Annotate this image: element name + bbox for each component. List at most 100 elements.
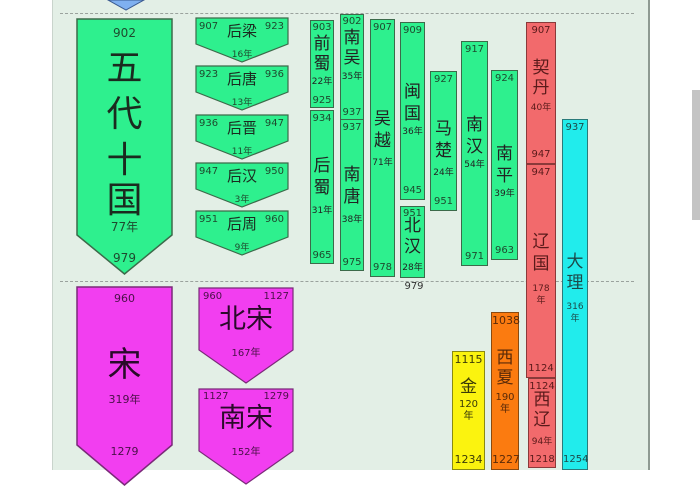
song-years: 319年 [108, 393, 141, 406]
kingdom-end: 925 [312, 95, 332, 106]
kingdom-years: 28年 [402, 263, 423, 273]
regime-years: 190 [495, 392, 515, 403]
dynasty-end: 960 [264, 214, 284, 225]
dynasty-houtang[interactable]: 923 后唐 936 13年 [195, 65, 289, 111]
regime-xixia[interactable]: 1038 西 夏 190 年 1227 [491, 312, 520, 470]
dynasty-end: 947 [264, 118, 284, 129]
kingdom-start: 927 [433, 74, 454, 85]
regime-char: 大 [566, 252, 584, 272]
chevron-shape [195, 17, 289, 63]
wudai-shiguo-block[interactable]: 902 五 代 十 国 77年 979 [76, 18, 173, 275]
dynasty-end: 1279 [263, 391, 289, 402]
chevron-shape [198, 388, 294, 485]
dynasty-beisong[interactable]: 960 1127 北宋 167年 [198, 287, 294, 384]
dynasty-name: 后汉 [226, 167, 257, 185]
divider-979 [60, 281, 634, 282]
regime-start: 937 [565, 122, 585, 133]
regime-years-unit: 年 [463, 411, 474, 422]
dynasty-nansong[interactable]: 1127 1279 南宋 152年 [198, 388, 294, 485]
dynasty-name: 后梁 [226, 22, 257, 40]
kingdom-char: 南 [496, 144, 513, 164]
regime-liaoguo[interactable]: 947 辽 国 178 年 1124 [526, 164, 556, 378]
song-start: 960 [114, 292, 135, 305]
dynasty-houliang[interactable]: 907 后梁 923 16年 [195, 17, 289, 63]
wudai-char-1: 五 [106, 48, 143, 89]
kingdom-end: 978 [372, 262, 393, 273]
side-scroll-bar[interactable] [692, 90, 700, 220]
dynasty-houhan[interactable]: 947 后汉 950 3年 [195, 162, 289, 208]
dynasty-years: 3年 [234, 195, 250, 205]
regime-end: 947 [531, 149, 551, 160]
kingdom-beihan[interactable]: 951 北 汉 28年 979 [400, 206, 425, 278]
kingdom-char: 后 [313, 156, 331, 176]
kingdom-char: 汉 [466, 137, 483, 157]
song-name: 宋 [107, 345, 142, 385]
kingdom-machu[interactable]: 927 马 楚 24年 951 [430, 71, 457, 211]
regime-years: 316 [566, 302, 584, 312]
kingdom-char: 唐 [343, 187, 361, 207]
chevron-shape [195, 65, 289, 111]
kingdom-char: 国 [404, 104, 421, 124]
kingdom-nantang[interactable]: 937 南 唐 38年 975 [340, 119, 364, 271]
regime-dali[interactable]: 937 大 理 316 年 1254 [562, 119, 588, 470]
kingdom-qianshu[interactable]: 903 前 蜀 22年 925 [310, 20, 334, 108]
dynasty-end: 923 [264, 21, 284, 32]
regime-end: 1234 [454, 453, 483, 466]
kingdom-start: 924 [494, 73, 515, 84]
dynasty-years: 11年 [231, 147, 253, 157]
kingdom-years: 24年 [433, 168, 454, 178]
regime-char: 西 [533, 390, 551, 410]
kingdom-end: 951 [433, 196, 454, 207]
chevron-shape [195, 114, 289, 160]
regime-char: 辽 [532, 232, 550, 252]
regime-char: 夏 [496, 368, 514, 388]
dynasty-start: 1127 [203, 391, 229, 402]
wudai-years: 77年 [110, 220, 139, 234]
regime-xiliao[interactable]: 1124 西 辽 94年 1218 [528, 378, 556, 468]
kingdom-end: 971 [464, 251, 485, 262]
kingdom-years: 39年 [494, 189, 515, 199]
regime-char: 理 [566, 273, 584, 293]
dynasty-start: 936 [199, 118, 219, 129]
kingdom-wuyue[interactable]: 907 吴 越 71年 978 [370, 19, 395, 277]
kingdom-char: 平 [496, 166, 513, 186]
kingdom-nanwu[interactable]: 902 南 吴 35年 937 [340, 14, 364, 120]
regime-end: 1218 [529, 454, 555, 465]
regime-years-unit: 年 [536, 296, 546, 306]
dynasty-houjin[interactable]: 936 后晋 947 11年 [195, 114, 289, 160]
regime-start: 947 [531, 167, 551, 178]
kingdom-start: 903 [312, 22, 332, 33]
regime-jin[interactable]: 1115 金 120 年 1234 [452, 351, 485, 470]
regime-years-unit: 年 [570, 314, 580, 324]
dynasty-years: 13年 [231, 98, 253, 108]
dynasty-name: 后周 [226, 215, 257, 233]
dynasty-years: 152年 [231, 447, 261, 458]
dynasty-end: 1127 [263, 291, 289, 302]
previous-era-arrow [106, 0, 146, 11]
song-arrow-shape [76, 286, 173, 486]
kingdom-char: 楚 [435, 141, 452, 161]
regime-qidan[interactable]: 907 契 丹 40年 947 [526, 22, 556, 164]
kingdom-years: 71年 [372, 158, 393, 168]
kingdom-nanping[interactable]: 924 南 平 39年 963 [491, 70, 518, 260]
kingdom-char: 闽 [404, 82, 421, 102]
kingdom-end: 963 [494, 245, 515, 256]
kingdom-nanhan[interactable]: 917 南 汉 54年 971 [461, 41, 488, 266]
regime-years: 120 [458, 399, 479, 410]
kingdom-start: 937 [342, 122, 362, 133]
kingdom-houshu[interactable]: 934 后 蜀 31年 965 [310, 110, 334, 264]
dynasty-end: 936 [264, 69, 284, 80]
regime-start: 1115 [454, 353, 483, 366]
regime-char: 西 [496, 348, 514, 368]
wudai-end: 979 [113, 251, 136, 265]
dynasty-end: 950 [264, 166, 284, 177]
dynasty-houzhou[interactable]: 951 后周 960 9年 [195, 210, 289, 256]
kingdom-start: 934 [312, 113, 332, 124]
kingdom-start: 907 [372, 22, 393, 33]
dynasty-start: 951 [199, 214, 219, 225]
kingdom-minguo[interactable]: 909 闽 国 36年 945 [400, 22, 425, 200]
kingdom-char: 吴 [374, 109, 391, 129]
song-block[interactable]: 960 宋 319年 1279 [76, 286, 173, 486]
kingdom-years: 22年 [311, 77, 333, 87]
song-end: 1279 [110, 445, 139, 458]
